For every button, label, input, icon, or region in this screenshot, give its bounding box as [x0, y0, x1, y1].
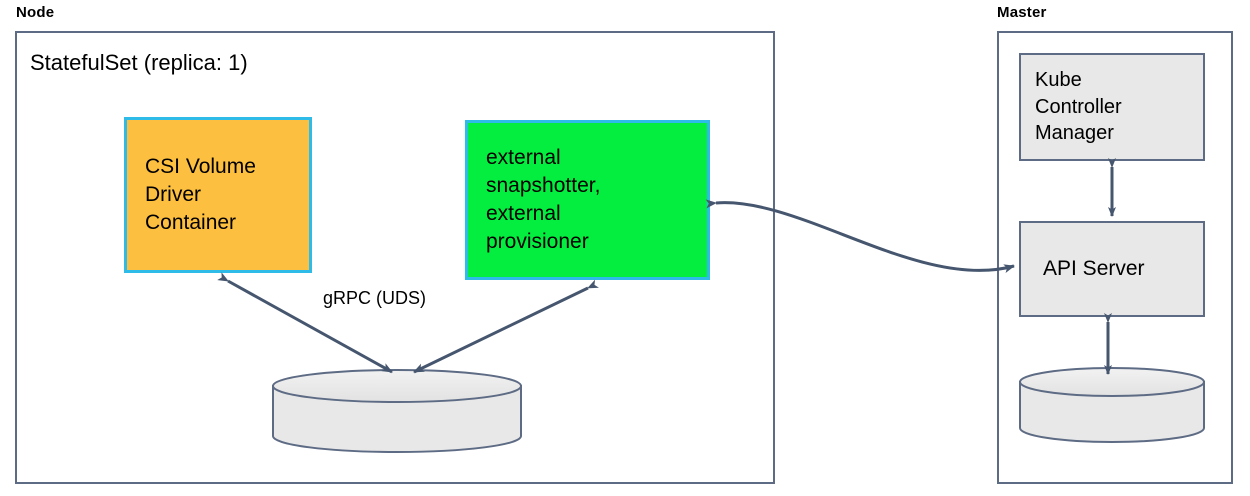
kcm-line-3: Manager: [1035, 122, 1114, 145]
external-sidecar-line-4: provisioner: [486, 229, 589, 253]
kcm-line-1: Kube: [1035, 69, 1082, 92]
csi-driver-line-1: CSI Volume: [145, 155, 256, 179]
external-sidecar-line-1: external: [486, 146, 561, 170]
grpc-uds-edge-label: gRPC (UDS): [323, 288, 427, 308]
external-sidecar-line-3: external: [486, 202, 561, 225]
kube-controller-manager-box[interactable]: Kube Controller Manager: [1019, 53, 1205, 161]
node-group-label: Node: [16, 4, 55, 21]
external-sidecar-line-2: snapshotter,: [486, 174, 601, 198]
csi-volume-driver-container-box[interactable]: CSI Volume Driver Container: [124, 117, 312, 273]
csi-driver-line-2: Driver: [145, 183, 201, 207]
external-sidecars-box[interactable]: external snapshotter, external provision…: [465, 120, 710, 280]
etcd-label: etcd: [1040, 396, 1075, 416]
master-group-label: Master: [997, 4, 1047, 21]
api-server-label: API Server: [1043, 257, 1145, 281]
csi-driver-line-3: Container: [145, 210, 237, 234]
kcm-line-2: Controller: [1035, 95, 1122, 118]
emptydir-volume-label: EmptyDir Volume: [327, 408, 467, 428]
api-server-box[interactable]: API Server: [1019, 221, 1205, 317]
statefulset-title: StatefulSet (replica: 1): [30, 50, 248, 75]
